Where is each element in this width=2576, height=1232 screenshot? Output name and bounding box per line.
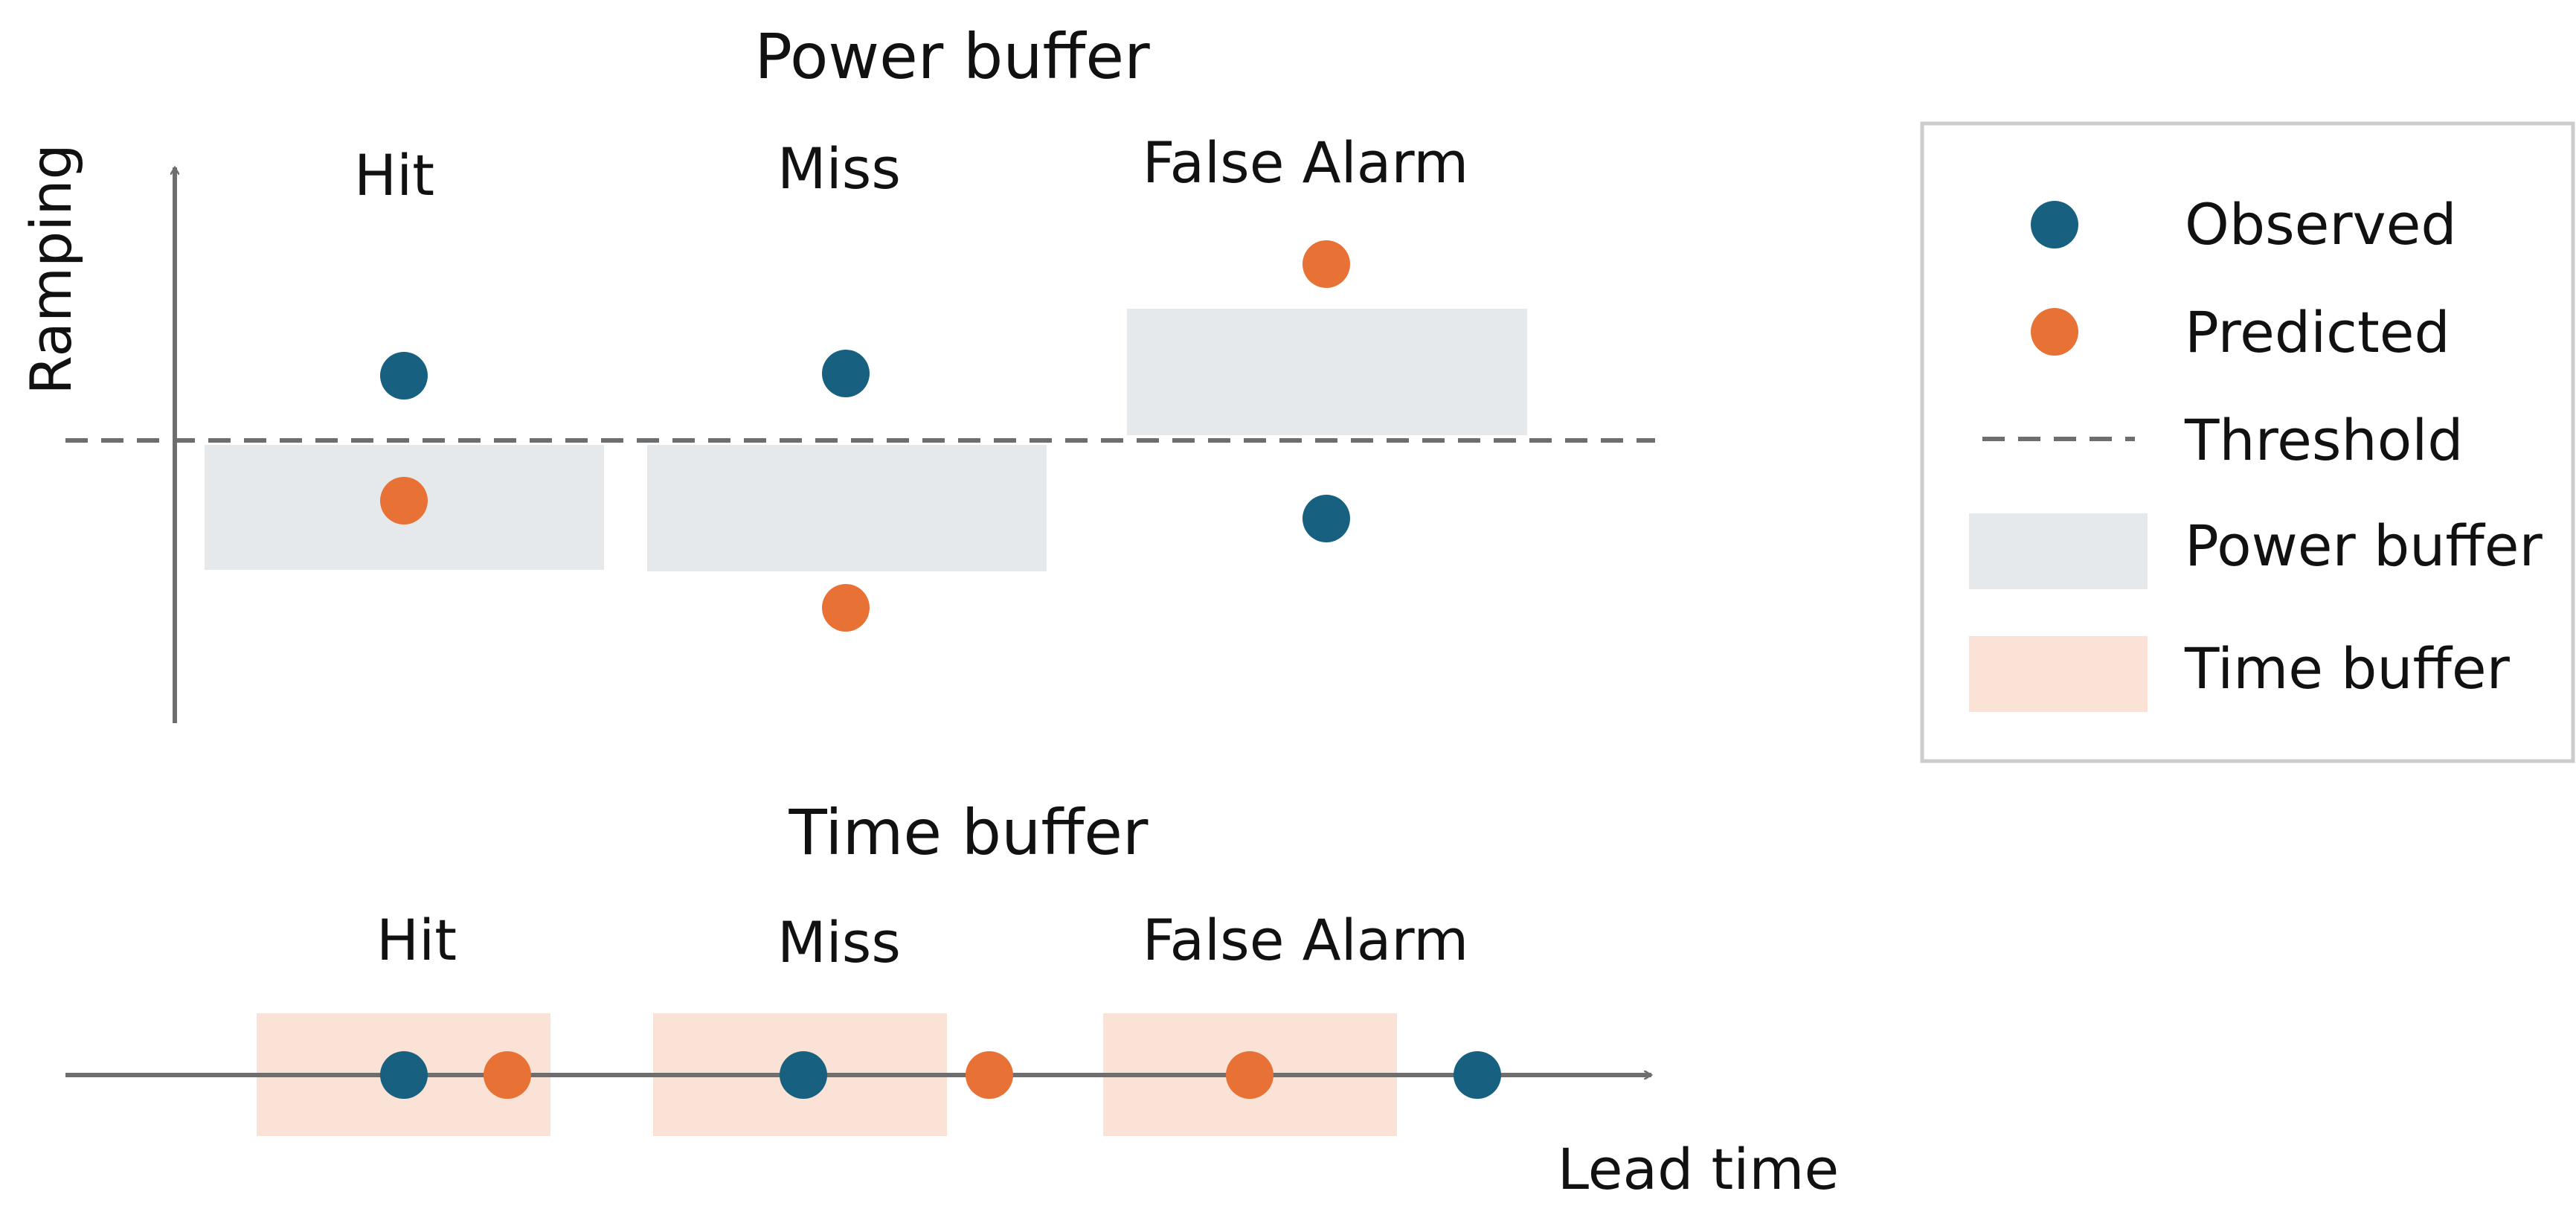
lead-time-axis-label: Lead time [1558,1136,1839,1202]
time-buffer-swatch [1969,636,2148,712]
time-buffer-panel: Time buffer Hit Miss False Alarm Lead ti… [65,796,1839,1202]
predicted-point-false-alarm [1303,240,1350,288]
observed-point-hit [380,352,428,400]
observed-point-miss [822,350,870,397]
legend-item-power-buffer: Power buffer [1969,513,2543,589]
legend-item-time-buffer: Time buffer [1969,635,2511,712]
ramping-axis-label: Ramping [18,144,84,395]
predicted-point-hit [380,477,428,524]
power-buffer-swatch [1969,513,2148,589]
observed-point-false-alarm-time [1454,1051,1501,1099]
time-case-label-false-alarm: False Alarm [1143,907,1469,973]
legend-label-power-buffer: Power buffer [2185,513,2543,579]
legend-label-observed: Observed [2185,191,2457,257]
power-buffer-box-miss [647,445,1047,571]
legend-item-threshold: Threshold [1982,407,2464,473]
legend: Observed Predicted Threshold Power buffe… [1920,121,2575,763]
legend-label-predicted: Predicted [2185,299,2450,365]
observed-swatch [2031,201,2078,248]
time-case-label-miss: Miss [777,909,901,975]
legend-item-predicted: Predicted [2031,299,2450,365]
power-buffer-box-false-alarm [1127,309,1527,435]
legend-label-time-buffer: Time buffer [2184,635,2511,702]
predicted-point-miss [822,584,870,632]
predicted-point-false-alarm-time [1226,1051,1273,1099]
time-case-label-hit: Hit [376,907,457,973]
predicted-swatch [2031,308,2078,356]
power-buffer-panel: Power buffer Hit Miss False Alarm Rampin… [18,20,1655,723]
legend-label-threshold: Threshold [2184,407,2464,473]
observed-point-hit-time [380,1051,428,1099]
power-case-label-hit: Hit [354,142,434,208]
power-panel-title: Power buffer [754,20,1150,93]
predicted-point-miss-time [966,1051,1013,1099]
time-panel-title: Time buffer [788,796,1149,869]
power-case-label-miss: Miss [777,135,901,202]
observed-point-false-alarm [1303,495,1350,542]
power-case-label-false-alarm: False Alarm [1143,129,1469,196]
observed-point-miss-time [780,1051,827,1099]
predicted-point-hit-time [484,1051,531,1099]
legend-item-observed: Observed [2031,191,2457,257]
